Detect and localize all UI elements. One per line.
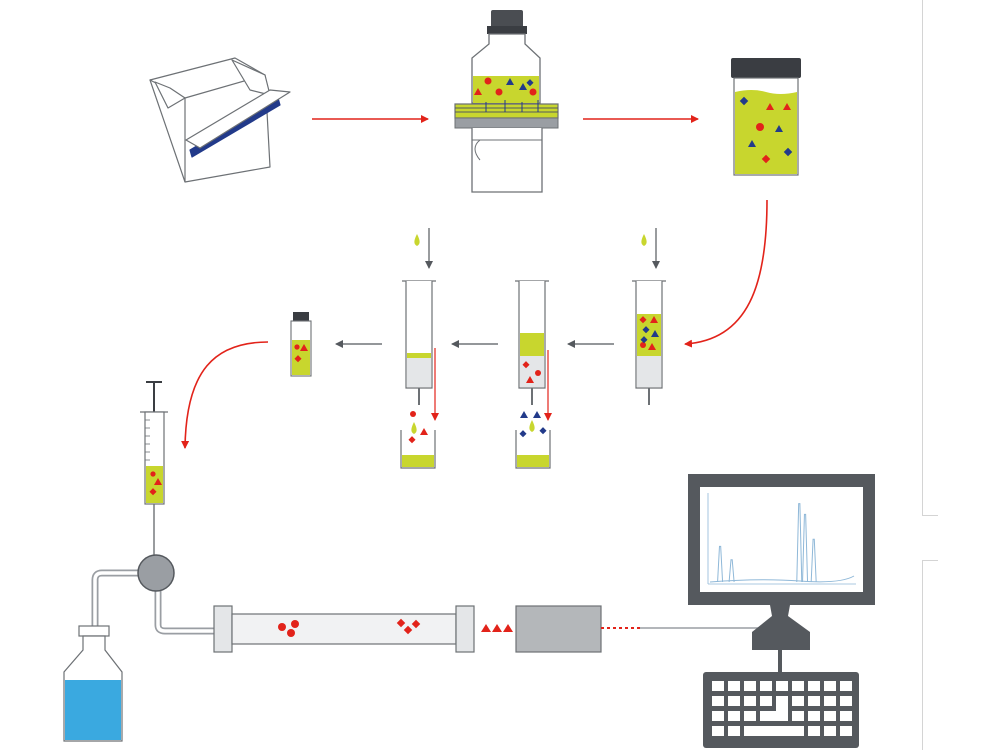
sample-vial-icon <box>290 312 312 377</box>
tubing-inner <box>93 571 217 633</box>
chromatogram-peak <box>796 503 803 583</box>
keyboard-icon <box>703 672 859 748</box>
spe-cartridge-icon <box>402 228 439 421</box>
spe-cartridge-icon <box>515 280 552 421</box>
sample-jar-icon <box>731 58 801 176</box>
collection-beaker-icon <box>400 411 436 469</box>
spe-cartridge-icon <box>632 228 666 405</box>
filtration-bottle-icon <box>454 10 559 193</box>
eluting-analytes <box>481 624 513 632</box>
hplc-column-icon <box>213 605 475 653</box>
page-edge-line-lower <box>922 560 923 750</box>
arrow-jar-to-cartridge <box>684 199 768 348</box>
chromatogram-plot <box>707 493 856 585</box>
page-edge-line-upper <box>922 0 923 516</box>
chromatogram-peak <box>810 538 817 583</box>
detector-icon <box>515 605 602 653</box>
chromatogram-peak <box>717 545 724 583</box>
collection-beaker-icon <box>515 411 551 469</box>
syringe-icon <box>140 381 168 555</box>
chromatogram-peak <box>728 559 735 583</box>
page-edge-line-lower-tick <box>922 560 938 561</box>
page-edge-line-upper-tick <box>922 515 938 516</box>
sample-carton-icon <box>149 57 291 183</box>
chromatogram-baseline <box>709 575 855 583</box>
injection-valve-icon <box>137 554 175 592</box>
arrow-vial-to-syringe <box>181 341 269 449</box>
chromatogram-peak <box>802 513 809 583</box>
solvent-bottle-icon <box>63 625 123 742</box>
monitor-icon <box>688 474 875 672</box>
